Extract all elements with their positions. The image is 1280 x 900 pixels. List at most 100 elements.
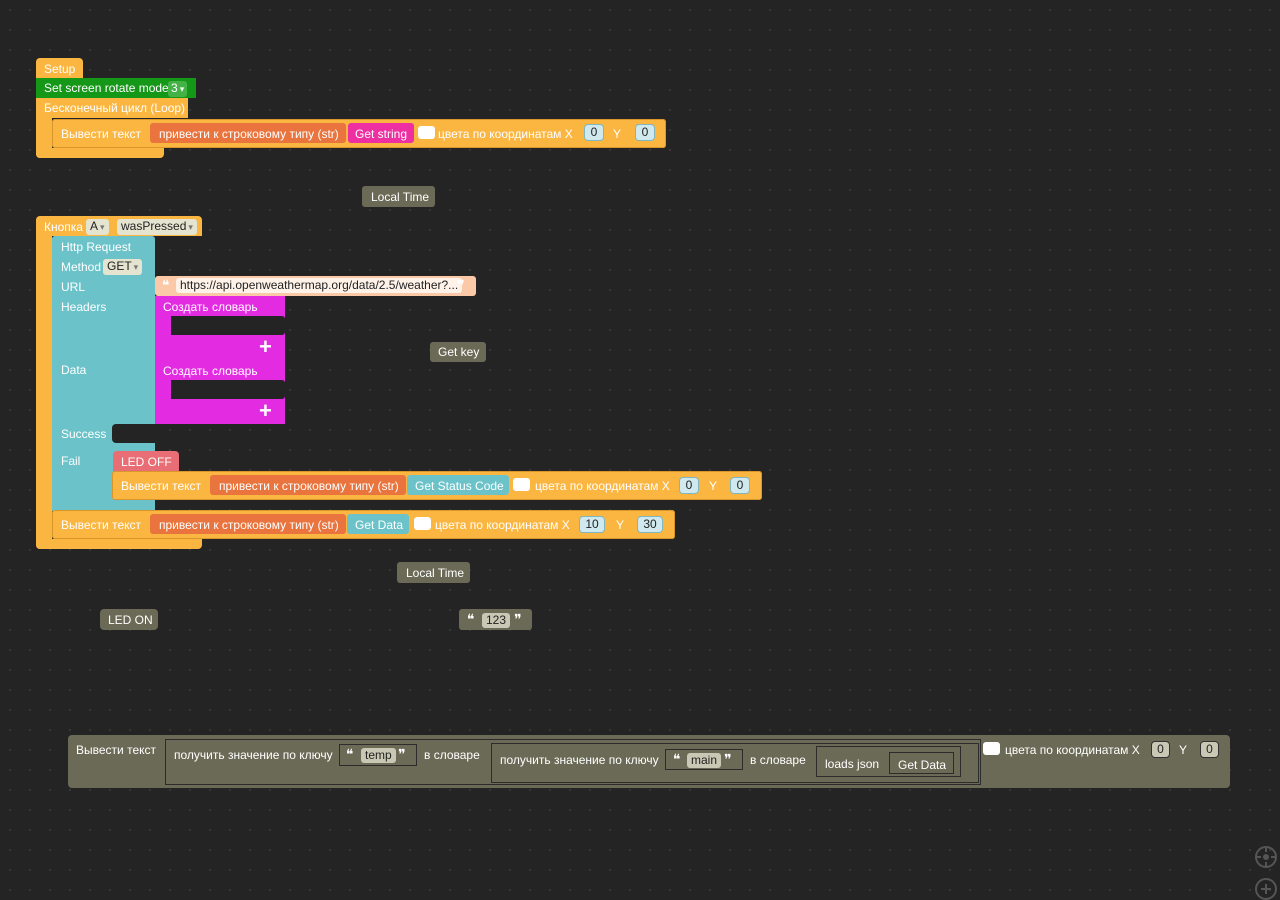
key-temp-value[interactable]: temp <box>361 748 396 763</box>
method-dropdown[interactable]: GET▾ <box>103 259 143 275</box>
after-print-label: Вывести текст <box>61 518 141 532</box>
get-string-block[interactable] <box>348 123 414 143</box>
event-select-value: wasPressed <box>121 219 187 233</box>
after-to-str-block[interactable] <box>150 514 346 534</box>
fail-x-input[interactable]: 0 <box>680 478 698 493</box>
fail-y-input[interactable]: 0 <box>731 478 749 493</box>
main-quote-open-icon: ❝ <box>673 751 681 767</box>
get-key-label-outer: получить значение по ключу <box>174 748 333 762</box>
after-x-input[interactable]: 10 <box>580 517 604 532</box>
led-off-block[interactable] <box>113 451 179 472</box>
get-string-label: Get string <box>355 127 408 141</box>
after-to-str-label: привести к строковому типу (str) <box>159 518 339 532</box>
setup-block[interactable] <box>36 58 83 78</box>
get-data-label: Get Data <box>355 518 404 532</box>
fail-print-label: Вывести текст <box>121 479 201 493</box>
success-slot[interactable] <box>112 424 155 443</box>
get-key-block[interactable] <box>430 342 486 362</box>
after-y-input[interactable]: 30 <box>638 517 662 532</box>
after-color-swatch[interactable] <box>414 517 431 530</box>
set-rotate-block[interactable] <box>36 78 196 98</box>
event-select-dropdown[interactable]: wasPressed▾ <box>117 219 197 235</box>
add-item-icon[interactable]: + <box>259 334 272 359</box>
led-off-label: LED OFF <box>121 455 172 469</box>
rotate-mode-value: 3 <box>171 81 178 95</box>
loop-bottom <box>36 148 164 158</box>
loads-json-label: loads json <box>825 757 880 771</box>
after-color-coords-label: цвета по координатам X <box>435 518 570 532</box>
temp-quote-close-icon: ❞ <box>398 746 406 762</box>
button-event-rail <box>36 236 52 549</box>
method-value: GET <box>107 259 132 273</box>
data-label: Data <box>61 363 87 377</box>
rotate-mode-dropdown[interactable]: 3▾ <box>168 81 188 97</box>
setup-header: Setup <box>44 62 76 76</box>
y-label: Y <box>613 127 622 141</box>
disabled-get-data-block[interactable] <box>889 752 954 774</box>
http-title: Http Request <box>61 240 132 254</box>
button-select-value: A <box>90 219 99 233</box>
plus-circle-icon[interactable] <box>1255 878 1277 900</box>
create-dict-slot-2 <box>171 380 285 399</box>
led-on-label: LED ON <box>108 613 153 627</box>
disabled-get-data-label: Get Data <box>898 758 947 772</box>
get-key-label-inner: получить значение по ключу <box>500 753 659 767</box>
key-main-value[interactable]: main <box>687 753 722 768</box>
get-status-block[interactable] <box>407 475 509 495</box>
fail-label: Fail <box>61 454 81 468</box>
button-event-label: Кнопка <box>44 220 83 234</box>
disabled-color-swatch[interactable] <box>983 742 1000 755</box>
local-time-block-1[interactable] <box>362 186 435 207</box>
headers-label: Headers <box>61 300 107 314</box>
method-label: Method <box>61 260 102 274</box>
disabled-y-input[interactable]: 0 <box>1201 742 1218 757</box>
to-str-label: привести к строковому типу (str) <box>159 127 339 141</box>
url-quote-close-icon: ❞ <box>457 277 465 293</box>
in-dict-label-outer: в словаре <box>424 748 480 762</box>
loop-label: Бесконечный цикл (Loop) <box>44 101 186 115</box>
disabled-color-coords-label: цвета по координатам X <box>1005 743 1140 757</box>
led-on-block[interactable] <box>100 609 158 630</box>
string-temp-block[interactable] <box>339 744 417 766</box>
create-dict-slot-1 <box>171 316 285 335</box>
success-label: Success <box>61 427 107 441</box>
set-rotate-label: Set screen rotate mode <box>44 81 169 95</box>
y-input[interactable]: 0 <box>636 125 654 140</box>
fail-color-swatch[interactable] <box>513 478 530 491</box>
loop-block[interactable] <box>36 98 188 118</box>
button-select-dropdown[interactable]: A▾ <box>86 219 109 235</box>
color-coords-label: цвета по координатам X <box>438 127 573 141</box>
string-main-block[interactable] <box>665 749 743 770</box>
local-time-label-1: Local Time <box>371 190 430 204</box>
add-item-icon-2[interactable]: + <box>259 398 272 423</box>
fail-to-str-label: привести к строковому типу (str) <box>219 479 399 493</box>
local-time-block-2[interactable] <box>397 562 470 583</box>
local-time-label-2: Local Time <box>406 566 465 580</box>
x-input[interactable]: 0 <box>585 125 603 140</box>
url-label: URL <box>61 280 86 294</box>
color-swatch[interactable] <box>418 126 435 139</box>
url-quote-open-icon: ❝ <box>162 277 170 293</box>
crosshair-icon[interactable] <box>1255 846 1277 868</box>
create-dict-label-1: Создать словарь <box>163 300 258 314</box>
get-status-label: Get Status Code <box>415 479 504 493</box>
get-data-block[interactable] <box>347 514 409 534</box>
temp-quote-open-icon: ❝ <box>346 746 354 762</box>
get-key-frame-inner[interactable] <box>491 743 979 783</box>
string-123-value[interactable]: 123 <box>482 613 511 628</box>
url-value[interactable]: https://api.openweathermap.org/data/2.5/… <box>176 278 463 293</box>
fail-color-coords-label: цвета по координатам X <box>535 479 670 493</box>
in-dict-label-inner: в словаре <box>750 753 806 767</box>
to-str-block[interactable] <box>150 123 346 143</box>
print-label: Вывести текст <box>61 127 141 141</box>
button-event-bottom <box>36 539 202 549</box>
get-key-label: Get key <box>438 345 480 359</box>
disabled-print-label: Вывести текст <box>76 743 156 757</box>
get-key-frame-outer[interactable] <box>165 739 981 785</box>
quote-open-icon: ❝ <box>467 611 475 627</box>
fail-y-label: Y <box>709 479 718 493</box>
create-dict-label-2: Создать словарь <box>163 364 258 378</box>
disabled-x-input[interactable]: 0 <box>1152 742 1169 757</box>
fail-to-str-block[interactable] <box>210 475 406 495</box>
loads-json-block[interactable] <box>816 746 961 777</box>
